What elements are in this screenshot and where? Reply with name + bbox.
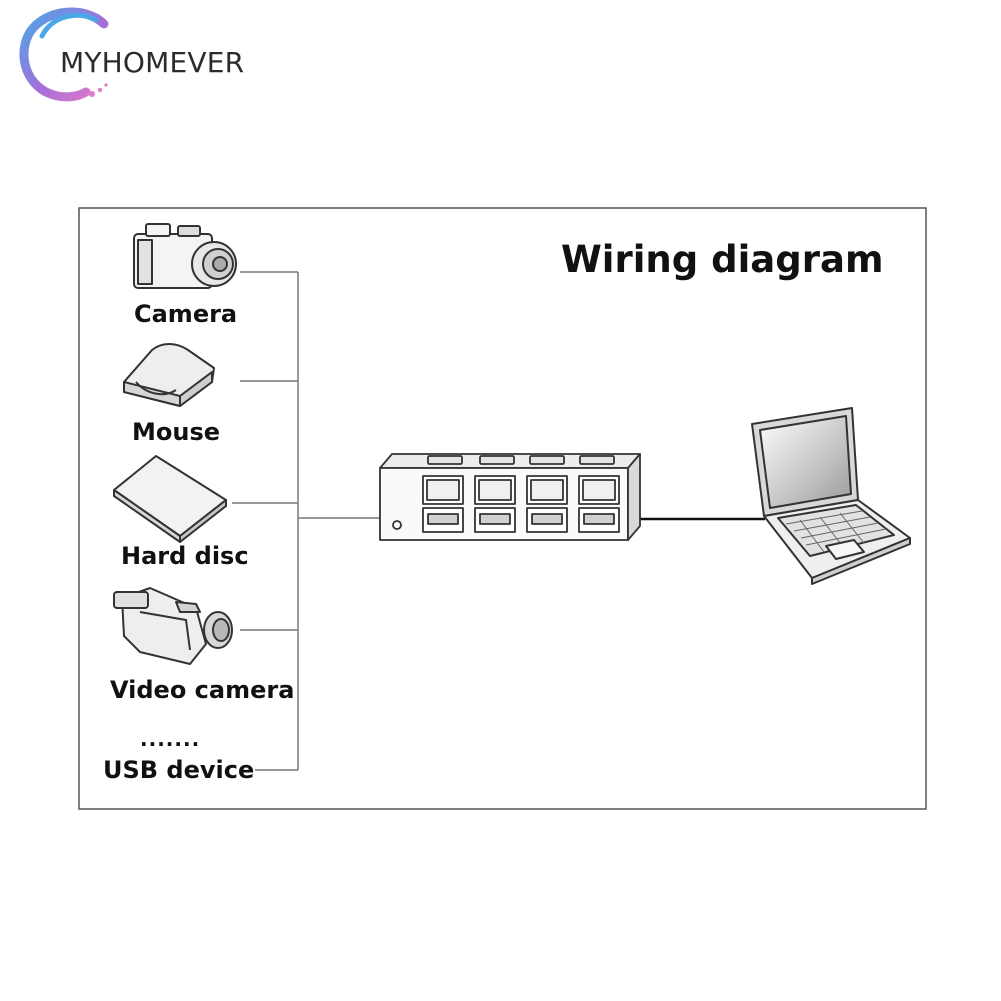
usb-device-ellipsis: ....... [140, 727, 200, 751]
brand-logo-area: MYHOMEVER [16, 6, 276, 102]
video-camera-icon [113, 587, 233, 665]
laptop-icon [751, 407, 911, 585]
camera-icon [133, 223, 237, 289]
connection-lines [232, 271, 380, 771]
hub-usb-ports [422, 507, 620, 533]
usb-hub-icon [379, 453, 641, 541]
brand-swirl-icon [19, 7, 109, 102]
device-label-mouse: Mouse [132, 418, 220, 446]
hub-switches [427, 455, 615, 465]
device-label-usb-device: USB device [103, 756, 254, 784]
device-label-hard-disc: Hard disc [121, 542, 249, 570]
brand-name: MYHOMEVER [60, 46, 245, 79]
hub-buttons [422, 475, 620, 505]
device-label-video-camera: Video camera [110, 676, 294, 704]
hard-disc-icon [113, 455, 227, 543]
hub-power-led [392, 520, 402, 530]
diagram-title: Wiring diagram [561, 238, 884, 281]
device-label-camera: Camera [134, 300, 237, 328]
mouse-icon [123, 343, 215, 407]
